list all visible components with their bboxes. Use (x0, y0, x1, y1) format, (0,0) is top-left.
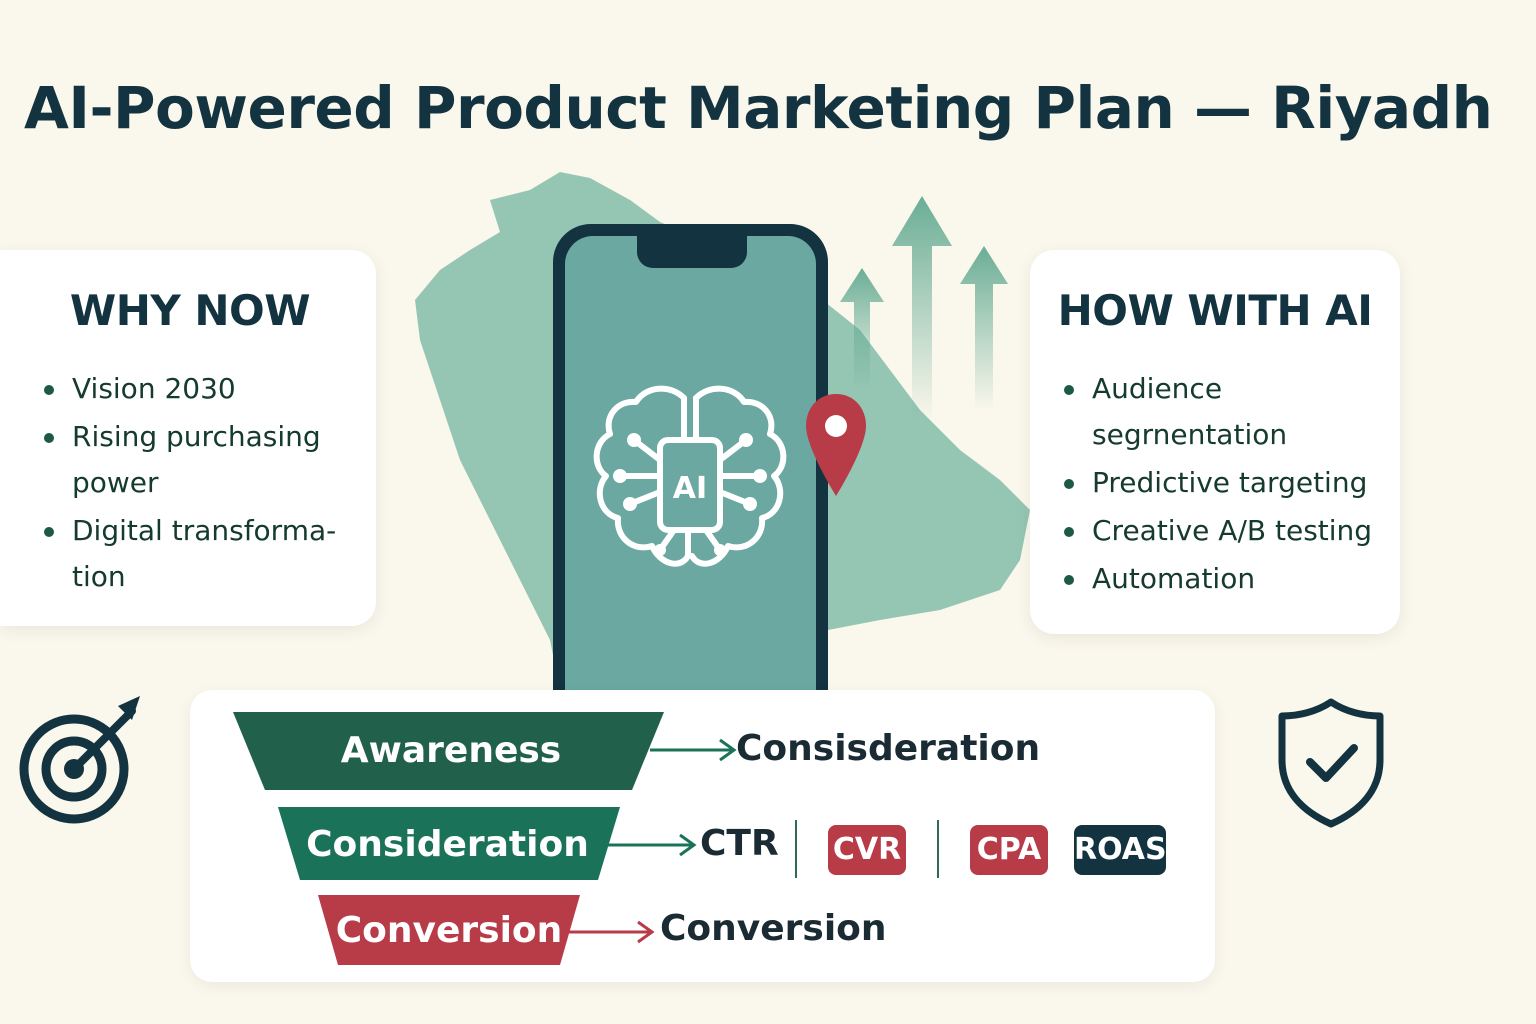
how-with-ai-heading: HOW WITH AI (1057, 286, 1373, 335)
why-now-card: WHY NOW Vision 2030 Rising purchasing po… (0, 250, 376, 626)
metric-badge-cvr: CVR (828, 825, 906, 875)
phone-notch (637, 236, 747, 268)
metric-badge-roas: ROAS (1074, 825, 1167, 875)
up-arrows-icon (840, 196, 1008, 420)
ai-chip-label: AI (673, 471, 707, 506)
list-item: Automation (1062, 556, 1392, 602)
how-with-ai-list: Audience segrnentation Predictive target… (1062, 366, 1392, 604)
arrow-awareness (650, 738, 737, 762)
stage-label-consideration: Consideration (306, 824, 589, 865)
consideration-target-label: CTR (700, 823, 779, 864)
list-item: Rising purchasing power (42, 414, 362, 506)
stage-label-awareness: Awareness (340, 730, 562, 771)
metric-badge-cpa: CPA (970, 825, 1048, 875)
metric-divider (937, 820, 939, 878)
funnel-stage-conversion (318, 895, 580, 965)
brain-chip-icon: AI (593, 385, 787, 567)
list-item: Audience segrnentation (1062, 366, 1392, 458)
list-item: Digital transforma-tion (42, 508, 362, 600)
why-now-heading: WHY NOW (69, 286, 311, 335)
how-with-ai-card: HOW WITH AI Audience segrnentation Predi… (1030, 250, 1400, 634)
location-pin-icon (806, 394, 866, 496)
conversion-target-label: Conversion (660, 908, 887, 949)
funnel-stage-consideration (278, 807, 620, 880)
arrow-conversion (568, 920, 655, 944)
list-item: Vision 2030 (42, 366, 362, 412)
awareness-target-label: Consisderation (736, 728, 1041, 769)
list-item: Predictive targeting (1062, 460, 1392, 506)
shield-check-icon (1278, 698, 1384, 828)
target-icon (19, 696, 140, 824)
why-now-list: Vision 2030 Rising purchasing power Digi… (42, 366, 362, 602)
arrow-consideration (600, 833, 697, 857)
list-item: Creative A/B testing (1062, 508, 1392, 554)
stage-label-conversion: Conversion (335, 910, 563, 951)
metric-divider (795, 820, 797, 878)
page-title: AI-Powered Product Marketing Plan — Riya… (24, 74, 1493, 142)
funnel-stage-awareness (233, 712, 664, 790)
